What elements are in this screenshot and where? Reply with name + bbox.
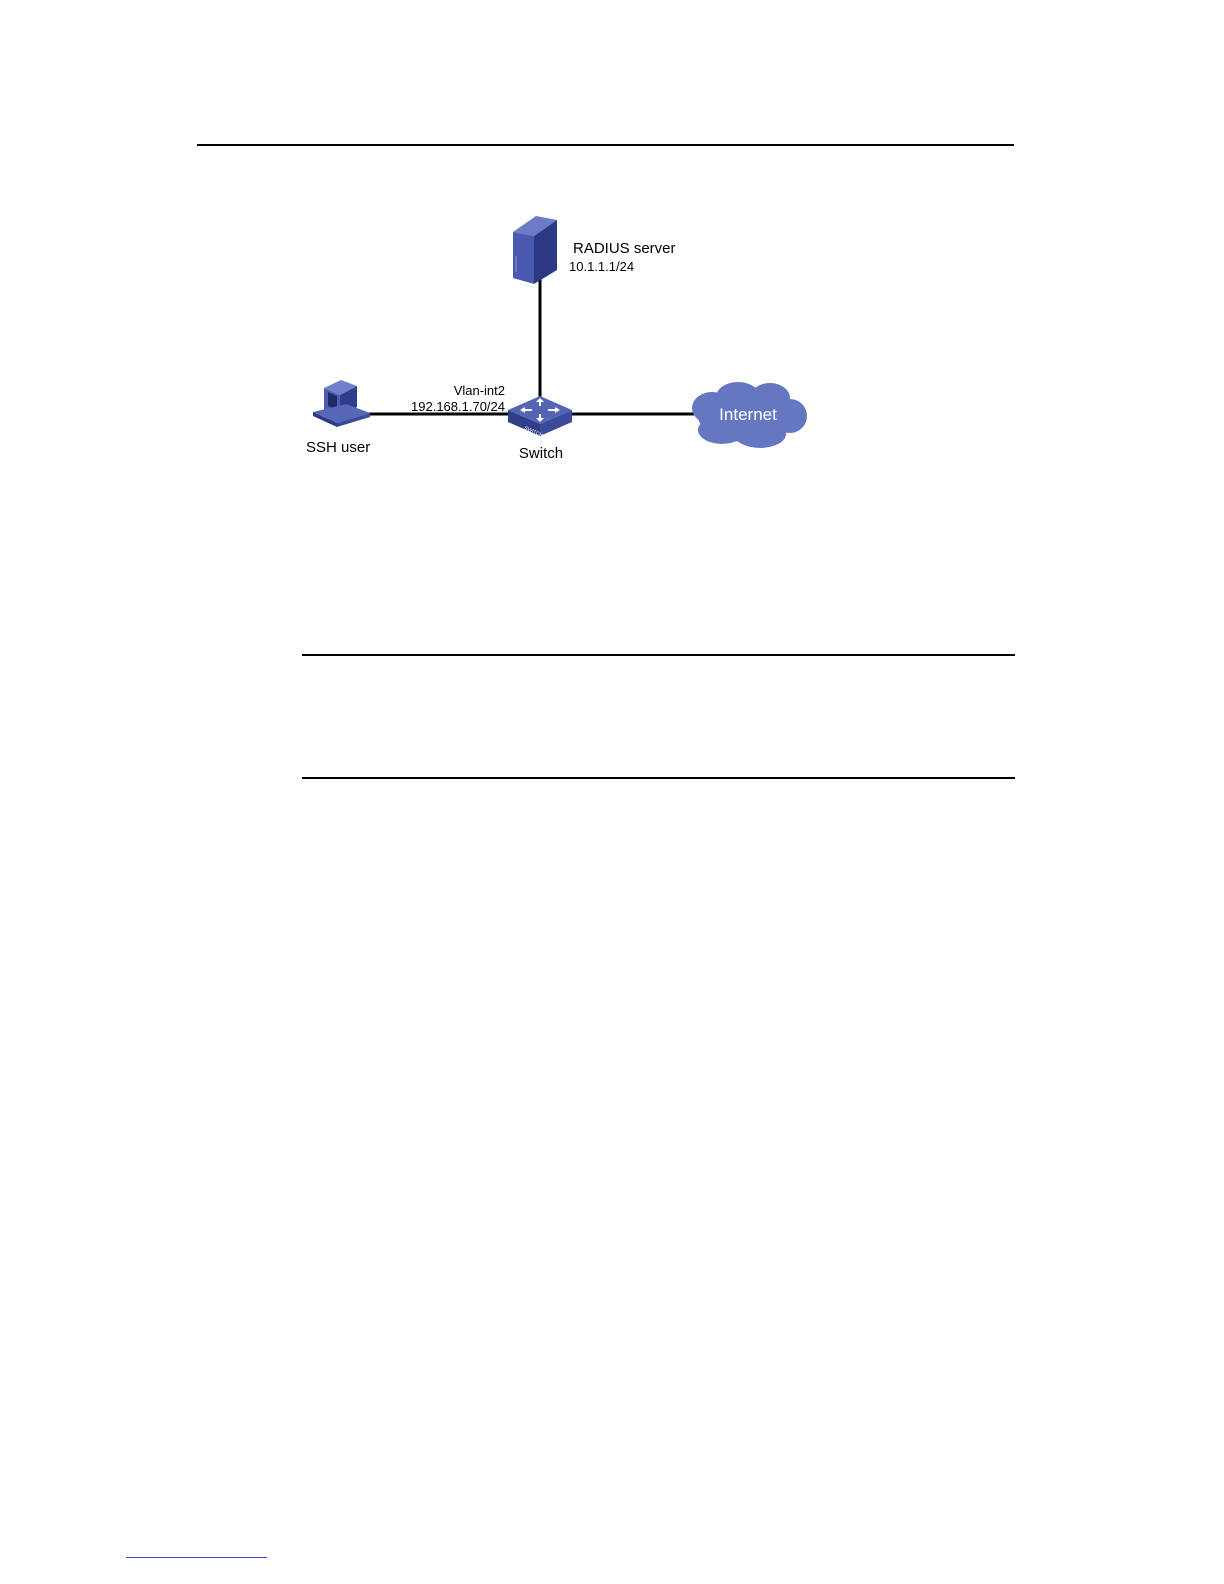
footer-link-underline xyxy=(126,1557,267,1558)
switch-icon: SWITCH xyxy=(508,396,572,439)
ssh-user-label: SSH user xyxy=(306,439,370,456)
network-diagram: RADIUS server 10.1.1.1/24 SSH user Vlan-… xyxy=(0,0,1224,800)
section-rule-lower xyxy=(302,777,1015,779)
interface-name-label: Vlan-int2 xyxy=(454,383,505,398)
server-icon xyxy=(513,216,557,284)
radius-server-ip: 10.1.1.1/24 xyxy=(569,259,634,274)
radius-server-label: RADIUS server xyxy=(573,240,676,257)
interface-ip-label: 192.168.1.70/24 xyxy=(411,399,505,414)
switch-label: Switch xyxy=(519,445,563,462)
section-rule-upper xyxy=(302,654,1015,656)
internet-label: Internet xyxy=(719,405,777,424)
pc-icon xyxy=(313,380,370,427)
